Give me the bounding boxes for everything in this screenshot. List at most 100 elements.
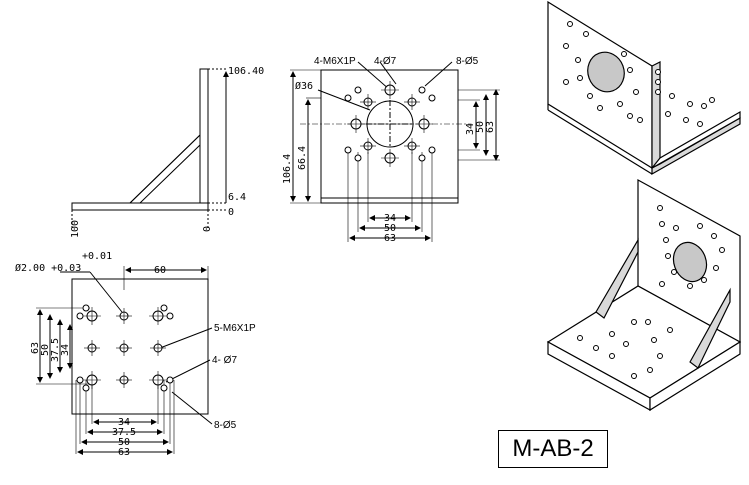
- iso1-hole: [597, 105, 603, 111]
- front-hole-5: [354, 154, 362, 162]
- front-bore-dia: Ø36: [295, 80, 313, 92]
- side-dim-zero-right: 0: [228, 207, 234, 218]
- iso2-hole: [647, 367, 653, 373]
- front-hole5-callout: 8-Ø5: [456, 56, 479, 67]
- front-view: [290, 61, 500, 242]
- iso2-hole: [645, 319, 651, 325]
- top-hole-5: [166, 312, 174, 320]
- top-dim-60: 60: [154, 265, 166, 276]
- iso1-hole: [627, 113, 633, 119]
- top-dim-h-63: 63: [118, 447, 130, 458]
- iso1-hole: [683, 117, 689, 123]
- side-dim-thickness: 6.4: [228, 192, 246, 203]
- iso2-hole: [697, 223, 703, 229]
- front-hole-5: [344, 146, 352, 154]
- top-hole-5: [82, 384, 90, 392]
- front-dim-v-50: 50: [475, 121, 486, 133]
- iso2-hole: [657, 205, 663, 211]
- front-base-edge: [320, 197, 459, 204]
- top-hole-5: [82, 304, 90, 312]
- iso1-hole: [563, 43, 569, 49]
- front-dim-h-63: 63: [384, 233, 396, 244]
- front-dim-v-34: 34: [465, 123, 476, 135]
- iso1-hole: [633, 89, 639, 95]
- iso2-gusset-right: [689, 287, 731, 369]
- top-view: [36, 266, 213, 455]
- side-dim-zero-bottom: 0: [202, 226, 213, 232]
- iso1-hole: [655, 89, 661, 95]
- front-dim-h-50: 50: [384, 223, 396, 234]
- iso1-hole: [627, 67, 633, 73]
- iso1-hole: [655, 69, 661, 75]
- top-hole-5: [76, 312, 84, 320]
- iso1-hole: [655, 79, 661, 85]
- iso2-hole: [593, 345, 599, 351]
- top-hole-5: [160, 384, 168, 392]
- front-hole7-callout: 4-Ø7: [374, 56, 397, 67]
- top-tol-upper: +0.01: [82, 251, 112, 262]
- side-dim-length: 100: [70, 220, 81, 238]
- top-hole7-callout: 4- Ø7: [212, 355, 237, 366]
- top-dim-v-63: 63: [30, 342, 41, 354]
- iso1-hole: [669, 93, 675, 99]
- top-hole-5: [160, 304, 168, 312]
- front-hole-5: [418, 86, 426, 94]
- iso1-hole: [587, 93, 593, 99]
- iso1-hole: [563, 79, 569, 85]
- side-vertical-plate: [199, 68, 209, 204]
- iso2-hole: [673, 225, 679, 231]
- iso2-hole: [701, 277, 707, 283]
- front-dim-height-outer: 106.4: [282, 154, 293, 184]
- iso1-hole: [577, 75, 583, 81]
- iso2-hole: [711, 233, 717, 239]
- iso2-hole: [651, 337, 657, 343]
- top-hole-5: [166, 376, 174, 384]
- iso1-hole: [687, 101, 693, 107]
- iso2-bore: [672, 241, 708, 283]
- top-dim-v-37-5: 37.5: [50, 338, 61, 362]
- model-label: M-AB-2: [512, 435, 594, 462]
- top-pin-callout: Ø2.00 +0.03: [15, 262, 81, 274]
- iso2-hole: [577, 335, 583, 341]
- iso2-hole: [665, 253, 671, 259]
- side-view: [71, 68, 229, 228]
- iso1-hole: [617, 101, 623, 107]
- iso2-hole: [609, 353, 615, 359]
- iso1-hole: [583, 31, 589, 37]
- top-dim-v-50: 50: [40, 344, 51, 356]
- iso1-bore: [587, 51, 625, 93]
- iso2-hole: [713, 265, 719, 271]
- top-tap-callout: 5-M6X1P: [214, 323, 256, 334]
- iso2-hole: [671, 269, 677, 275]
- model-label-box: M-AB-2: [498, 430, 608, 468]
- top-hole5-callout: 8-Ø5: [214, 420, 237, 431]
- iso2-hole: [719, 247, 725, 253]
- iso2-hole: [659, 281, 665, 287]
- front-dim-h-34: 34: [384, 213, 396, 224]
- iso-view-lower: [546, 178, 742, 412]
- top-dim-h-37-5: 37.5: [112, 427, 136, 438]
- iso2-hole: [657, 353, 663, 359]
- iso1-hole: [697, 121, 703, 127]
- iso2-hole: [631, 319, 637, 325]
- iso-view-upper: [547, 0, 741, 176]
- top-dim-h-50: 50: [118, 437, 130, 448]
- front-hole-5: [418, 154, 426, 162]
- iso2-hole: [687, 283, 693, 289]
- iso1-hole: [665, 111, 671, 117]
- side-base-plate: [71, 202, 209, 211]
- iso2-hole: [609, 331, 615, 337]
- iso1-hole: [621, 51, 627, 57]
- iso2-hole: [623, 341, 629, 347]
- side-dim-height: 106.40: [228, 66, 264, 77]
- iso1-hole: [567, 21, 573, 27]
- iso2-hole: [663, 237, 669, 243]
- front-hole-5: [344, 94, 352, 102]
- front-dim-height-inner: 66.4: [297, 146, 308, 170]
- top-hole-pattern: [76, 304, 174, 392]
- front-hole-5: [428, 94, 436, 102]
- iso2-hole: [659, 221, 665, 227]
- front-hole-5: [428, 146, 436, 154]
- iso1-hole: [637, 117, 643, 123]
